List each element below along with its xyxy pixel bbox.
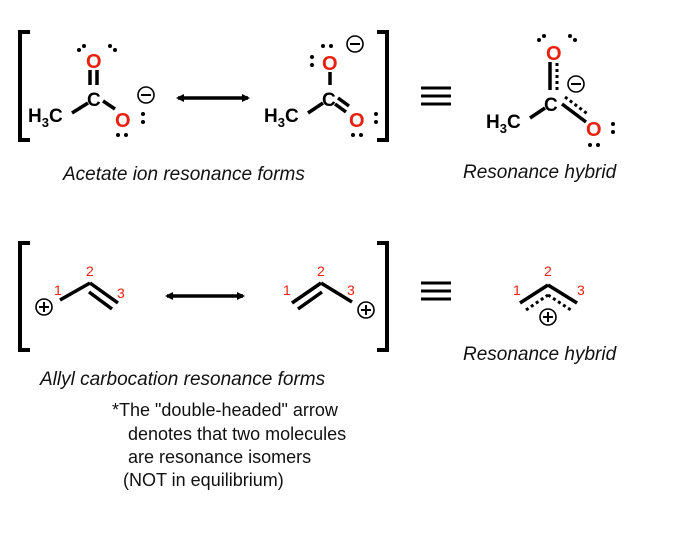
carbon-number: 2 bbox=[86, 263, 94, 279]
oxygen-atom: O bbox=[586, 119, 602, 141]
carbon-number: 2 bbox=[544, 263, 552, 279]
carbon-number: 3 bbox=[347, 282, 355, 298]
negative-charge bbox=[137, 86, 155, 104]
acetate-resonance-forms: H3C C O O H3C bbox=[18, 30, 389, 185]
partial-bond bbox=[547, 293, 572, 312]
methyl-group: H3C bbox=[28, 106, 63, 130]
carbon-atom: C bbox=[322, 90, 336, 111]
positive-charge bbox=[357, 301, 375, 319]
bond bbox=[560, 102, 588, 124]
carbon-number: 3 bbox=[577, 282, 585, 298]
negative-charge bbox=[567, 75, 585, 93]
bond bbox=[519, 283, 549, 305]
positive-charge bbox=[35, 298, 53, 316]
acetate-resonance-hybrid: H3C C O O Resonance hybrid bbox=[463, 34, 618, 183]
carbon-atom: C bbox=[544, 95, 558, 116]
allyl-hybrid-caption: Resonance hybrid bbox=[463, 344, 618, 365]
allyl-form-1: 1 2 3 bbox=[35, 263, 125, 316]
lone-pair-dots bbox=[77, 44, 117, 52]
lone-pair-dots bbox=[537, 34, 577, 42]
lone-pair-dots bbox=[351, 112, 378, 137]
bond bbox=[102, 99, 116, 111]
bond bbox=[71, 101, 89, 115]
double-bond bbox=[296, 290, 324, 311]
positive-charge bbox=[539, 308, 557, 326]
bond bbox=[59, 281, 91, 302]
negative-charge bbox=[346, 35, 364, 53]
equivalent-sign bbox=[421, 86, 451, 106]
allyl-resonance-forms: 1 2 3 1 2 3 Allyl carbocation resonance … bbox=[18, 241, 389, 390]
oxygen-atom: O bbox=[349, 110, 365, 132]
oxygen-atom: O bbox=[546, 43, 562, 65]
acetate-hybrid-caption: Resonance hybrid bbox=[463, 162, 618, 183]
oxygen-atom: O bbox=[86, 51, 102, 73]
methyl-group: H3C bbox=[264, 106, 299, 130]
right-bracket-acetate bbox=[377, 30, 389, 142]
carbon-number: 3 bbox=[117, 285, 125, 301]
carbon-number: 1 bbox=[513, 282, 521, 298]
bond bbox=[307, 101, 324, 115]
double-bond bbox=[291, 281, 322, 305]
acetate-caption: Acetate ion resonance forms bbox=[62, 164, 305, 185]
allyl-caption: Allyl carbocation resonance forms bbox=[39, 369, 326, 390]
allyl-form-2: 1 2 3 bbox=[283, 263, 375, 319]
footnote-line: (NOT in equilibrium) bbox=[123, 470, 284, 490]
oxygen-atom: O bbox=[115, 110, 131, 132]
partial-bond bbox=[525, 293, 549, 312]
double-bond bbox=[88, 281, 120, 305]
lone-pair-dots bbox=[310, 44, 333, 67]
allyl-resonance-hybrid: 1 2 3 Resonance hybrid bbox=[463, 263, 618, 365]
equivalent-sign bbox=[421, 281, 451, 301]
double-bond bbox=[333, 102, 348, 114]
lone-pair-dots bbox=[116, 112, 145, 137]
partial-bond bbox=[564, 95, 590, 117]
acetate-form-2: H3C C O O bbox=[264, 35, 378, 137]
bond bbox=[320, 281, 353, 304]
bond bbox=[529, 106, 546, 120]
carbon-number: 1 bbox=[283, 282, 291, 298]
footnote-line: are resonance isomers bbox=[128, 447, 312, 467]
left-bracket-allyl bbox=[18, 241, 30, 352]
double-bond bbox=[87, 290, 114, 311]
left-bracket-acetate bbox=[18, 30, 30, 142]
right-bracket-allyl bbox=[377, 241, 389, 352]
lone-pair-dots bbox=[588, 122, 615, 147]
acetate-form-1: H3C C O O bbox=[28, 44, 155, 137]
footnote-line: *The "double-headed" arrow bbox=[112, 400, 338, 420]
methyl-group: H3C bbox=[486, 112, 521, 136]
carbon-number: 1 bbox=[54, 282, 62, 298]
footnote-line: denotes that two molecules bbox=[128, 424, 347, 444]
double-bond bbox=[336, 96, 351, 108]
oxygen-atom: O bbox=[322, 53, 338, 75]
bond bbox=[547, 283, 578, 305]
carbon-number: 2 bbox=[317, 263, 325, 279]
carbon-atom: C bbox=[87, 90, 101, 111]
